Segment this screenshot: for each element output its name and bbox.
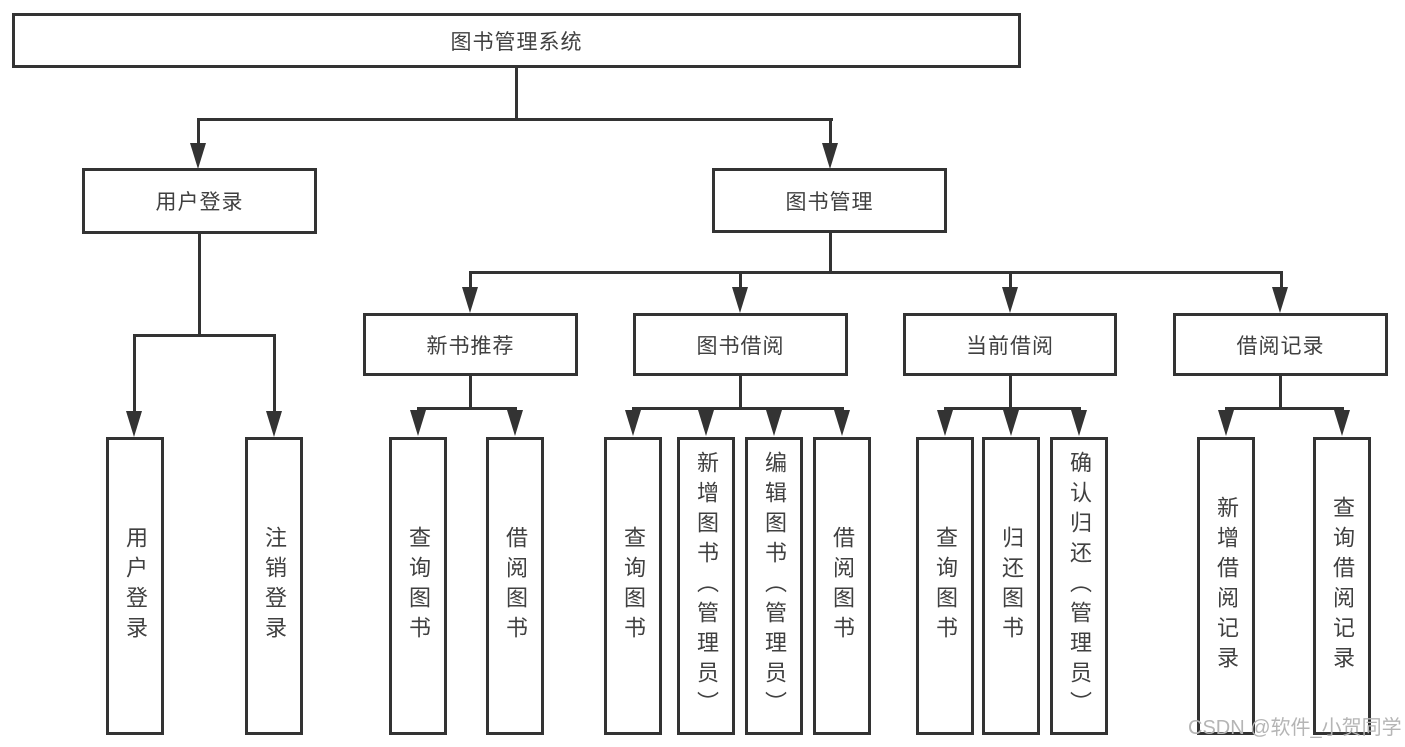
connector-records-horizontal — [1225, 407, 1344, 410]
arrow-down-icon — [1002, 287, 1018, 313]
leaf-logout: 注销登录 — [245, 437, 303, 735]
leaf-records-query-record: 查询借阅记录 — [1313, 437, 1371, 735]
connector-current-horizontal — [944, 407, 1081, 410]
arrow-down-icon — [190, 143, 206, 169]
leaf-borrowing-add-books-admin: 新增图书（管理员） — [677, 437, 735, 735]
leaf-user-login-label: 用户登录 — [123, 526, 148, 646]
arrow-down-icon — [1071, 410, 1087, 436]
arrow-down-icon — [1003, 410, 1019, 436]
arrow-down-icon — [1334, 410, 1350, 436]
node-new-book-recommendation-label: 新书推荐 — [426, 334, 515, 358]
arrow-down-icon — [1272, 287, 1288, 313]
connector-newbooks-trunk — [469, 374, 472, 409]
connector-stem-borrowing — [739, 271, 742, 289]
connector-stem-leaf — [133, 334, 136, 412]
connector-stem-user-login — [197, 118, 200, 146]
arrow-down-icon — [937, 410, 953, 436]
node-borrowing-records: 借阅记录 — [1173, 313, 1388, 376]
leaf-current-query-books-label: 查询图书 — [933, 526, 958, 646]
node-root: 图书管理系统 — [12, 13, 1021, 68]
leaf-borrowing-edit-books-admin: 编辑图书（管理员） — [745, 437, 803, 735]
connector-bookmgmt-trunk — [829, 231, 832, 274]
arrow-down-icon — [462, 287, 478, 313]
leaf-newbooks-borrow-books: 借阅图书 — [486, 437, 544, 735]
arrow-down-icon — [410, 410, 426, 436]
connector-root-trunk — [515, 66, 518, 120]
connector-stem-leaf — [273, 334, 276, 412]
connector-borrowing-trunk — [739, 374, 742, 409]
arrow-down-icon — [266, 411, 282, 437]
arrow-down-icon — [1218, 410, 1234, 436]
leaf-records-add-record: 新增借阅记录 — [1197, 437, 1255, 735]
connector-stem-current — [1009, 271, 1012, 289]
node-book-borrowing: 图书借阅 — [633, 313, 848, 376]
connector-userlogin-trunk — [198, 232, 201, 336]
connector-current-trunk — [1009, 374, 1012, 409]
connector-newbooks-horizontal — [417, 407, 517, 410]
node-current-borrowing-label: 当前借阅 — [966, 334, 1054, 358]
leaf-borrowing-query-books-label: 查询图书 — [621, 526, 646, 646]
leaf-current-confirm-return-admin-label: 确认归还（管理员） — [1067, 451, 1092, 721]
leaf-borrowing-add-books-admin-label: 新增图书（管理员） — [694, 451, 719, 721]
node-book-management: 图书管理 — [712, 168, 947, 233]
node-user-login-label: 用户登录 — [155, 191, 244, 214]
arrow-down-icon — [822, 143, 838, 169]
connector-stem-new-books — [469, 271, 472, 289]
node-book-borrowing-label: 图书借阅 — [696, 334, 785, 358]
node-current-borrowing: 当前借阅 — [903, 313, 1117, 376]
leaf-borrowing-edit-books-admin-label: 编辑图书（管理员） — [762, 451, 787, 721]
node-book-management-label: 图书管理 — [785, 190, 874, 214]
leaf-current-return-books-label: 归还图书 — [999, 526, 1024, 646]
leaf-current-return-books: 归还图书 — [982, 437, 1040, 735]
leaf-borrowing-query-books: 查询图书 — [604, 437, 662, 735]
node-user-login: 用户登录 — [82, 168, 317, 234]
leaf-user-login: 用户登录 — [106, 437, 164, 735]
node-borrowing-records-label: 借阅记录 — [1236, 334, 1325, 358]
node-new-book-recommendation: 新书推荐 — [363, 313, 578, 376]
arrow-down-icon — [625, 410, 641, 436]
connector-userlogin-horizontal — [133, 334, 276, 337]
connector-bookmgmt-horizontal — [469, 271, 1283, 274]
leaf-records-query-record-label: 查询借阅记录 — [1330, 496, 1355, 676]
arrow-down-icon — [834, 410, 850, 436]
connector-borrowing-horizontal — [632, 407, 844, 410]
connector-stem-book-management — [829, 118, 832, 146]
leaf-newbooks-query-books: 查询图书 — [389, 437, 447, 735]
leaf-borrowing-borrow-books-label: 借阅图书 — [830, 526, 855, 646]
arrow-down-icon — [698, 410, 714, 436]
leaf-borrowing-borrow-books: 借阅图书 — [813, 437, 871, 735]
connector-records-trunk — [1279, 374, 1282, 409]
arrow-down-icon — [766, 410, 782, 436]
arrow-down-icon — [732, 287, 748, 313]
leaf-newbooks-query-books-label: 查询图书 — [406, 526, 431, 646]
connector-stem-records — [1280, 271, 1283, 289]
leaf-current-query-books: 查询图书 — [916, 437, 974, 735]
connector-root-horizontal — [197, 118, 833, 121]
leaf-current-confirm-return-admin: 确认归还（管理员） — [1050, 437, 1108, 735]
arrow-down-icon — [507, 410, 523, 436]
arrow-down-icon — [126, 411, 142, 437]
leaf-newbooks-borrow-books-label: 借阅图书 — [503, 526, 528, 646]
leaf-records-add-record-label: 新增借阅记录 — [1214, 496, 1239, 676]
watermark: CSDN @软件_小贺同学 — [1188, 717, 1402, 739]
node-root-label: 图书管理系统 — [450, 30, 583, 54]
leaf-logout-label: 注销登录 — [262, 526, 287, 646]
